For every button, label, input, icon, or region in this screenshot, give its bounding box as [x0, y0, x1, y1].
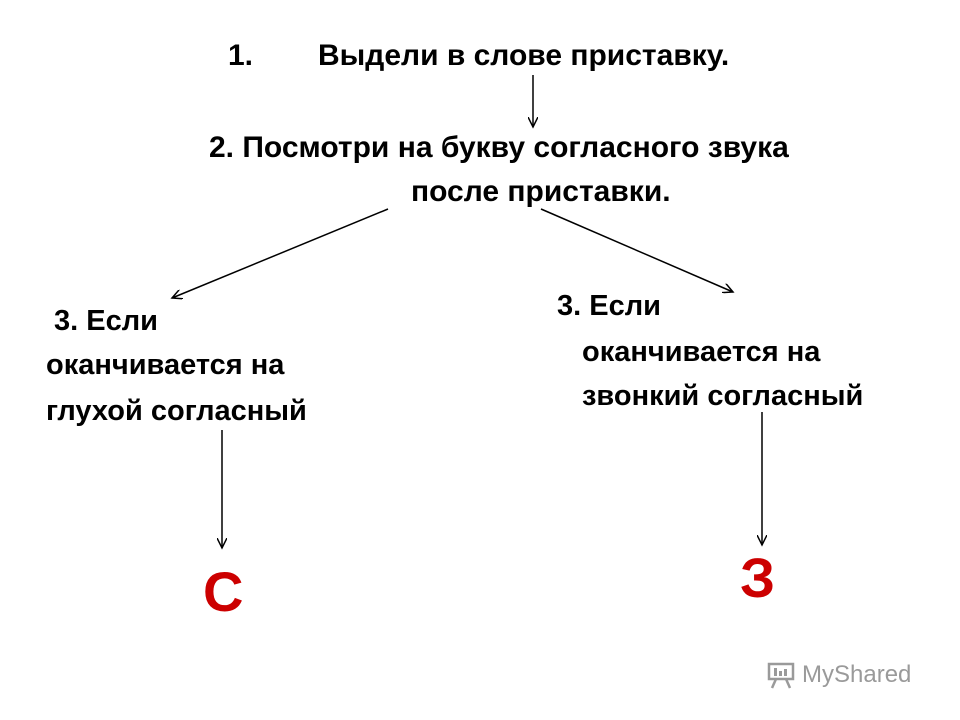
right-branch-line2: оканчивается на [582, 336, 821, 368]
left-branch-line1: 3. Если [54, 305, 158, 337]
presentation-board-icon [767, 662, 795, 689]
watermark: MyShared [766, 655, 911, 695]
step-1-number: 1. [228, 39, 254, 72]
right-branch-line3: звонкий согласный [582, 380, 864, 412]
right-result-letter: З [740, 546, 776, 609]
right-branch-line1: 3. Если [557, 290, 661, 322]
step-2-line1: 2. Посмотри на букву согласного звука [209, 131, 789, 164]
arrow-step2-to-left [172, 208, 389, 298]
step-1-text: Выдели в слове приставку. [318, 39, 730, 72]
watermark-text: MyShared [802, 661, 912, 688]
arrow-step2-to-right [540, 208, 733, 292]
step-2-line2: после приставки. [411, 175, 671, 208]
left-result-letter: С [203, 560, 244, 623]
left-branch-line2: оканчивается на [46, 349, 285, 381]
left-branch-line3: глухой согласный [46, 395, 307, 427]
